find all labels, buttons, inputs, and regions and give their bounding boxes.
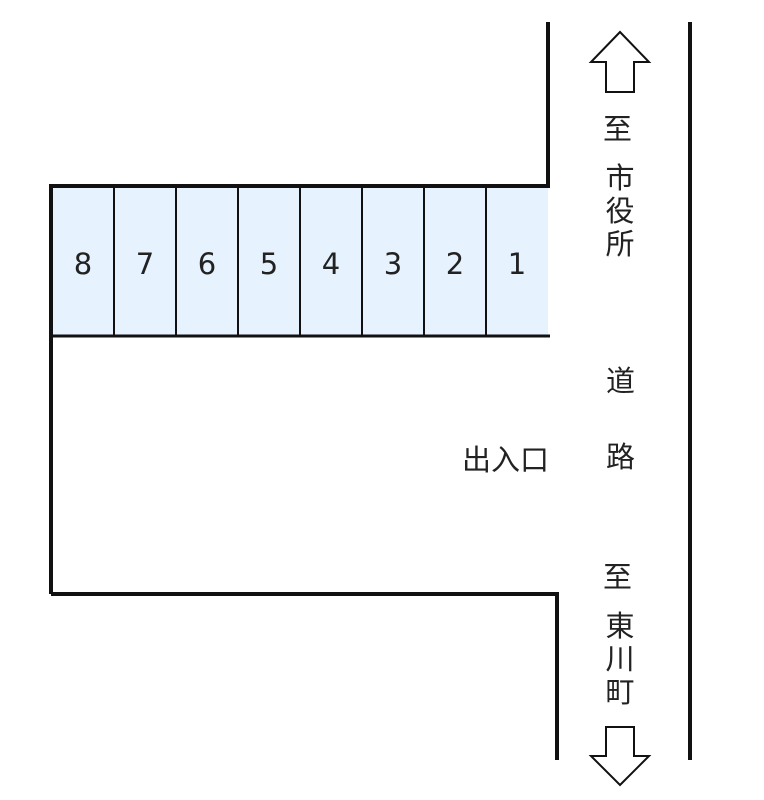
stall-number-6: 6: [197, 247, 217, 281]
stall-number-4: 4: [321, 247, 341, 281]
south-destination: 東 川 町: [603, 610, 637, 709]
char: 川: [605, 642, 635, 676]
entrance-label: 出入口: [462, 443, 550, 477]
stall-number-1: 1: [507, 247, 527, 281]
arrow-down-icon: [588, 726, 652, 787]
char: 役: [605, 194, 635, 228]
char: 東: [605, 609, 635, 643]
stall-number-3: 3: [383, 247, 403, 281]
stall-number-8: 8: [73, 247, 93, 281]
road-label-1: 道: [606, 364, 636, 398]
stall-number-7: 7: [135, 247, 155, 281]
stall-number-2: 2: [445, 247, 465, 281]
char: 市: [605, 161, 635, 195]
stall-number-5: 5: [259, 247, 279, 281]
arrow-up-icon: [588, 30, 652, 93]
south-to-label: 至: [603, 560, 633, 594]
char: 所: [605, 227, 635, 261]
north-destination: 市 役 所: [603, 162, 637, 261]
char: 町: [605, 675, 635, 709]
road-label-2: 路: [606, 440, 636, 474]
lot-wall-lower: [51, 592, 559, 760]
lot-wall-upper: [49, 22, 550, 594]
north-to-label: 至: [603, 112, 633, 146]
